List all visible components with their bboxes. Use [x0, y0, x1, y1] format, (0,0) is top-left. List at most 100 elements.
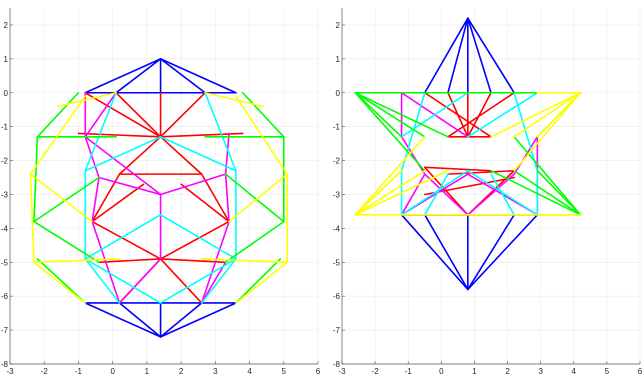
x-tick-label: 6 — [638, 367, 642, 376]
series-segment — [200, 220, 230, 304]
series-segment — [98, 258, 162, 264]
series-segment — [159, 220, 230, 260]
series-segment — [513, 169, 582, 216]
series-segment — [467, 173, 515, 216]
series-segment — [159, 302, 237, 338]
series-segment — [91, 220, 121, 304]
series-segment — [513, 136, 582, 216]
series-segment — [354, 169, 426, 216]
x-tick-label: -3 — [6, 367, 14, 376]
series-segment — [354, 91, 426, 138]
plot-area — [10, 8, 318, 364]
x-tick-label: 5 — [605, 367, 610, 376]
series-1 — [84, 58, 237, 338]
series-segment — [490, 169, 582, 216]
series-segment — [224, 173, 285, 223]
x-tick-label: -1 — [75, 367, 83, 376]
series-segment — [235, 261, 289, 304]
series-segment — [159, 136, 203, 175]
x-tick-label: -2 — [372, 367, 380, 376]
series-segment — [159, 136, 237, 172]
y-tick-label: -3 — [1, 190, 9, 199]
y-tick-label: 0 — [336, 89, 341, 98]
series-segment — [400, 214, 469, 291]
series-segment — [36, 91, 80, 138]
series-3 — [84, 91, 230, 304]
series-segment — [159, 214, 237, 260]
series-segment — [159, 91, 206, 138]
series-segment — [84, 91, 117, 138]
series-segment — [228, 173, 289, 223]
series-segment — [354, 136, 426, 216]
y-tick-label: -1 — [1, 123, 9, 132]
series-6 — [354, 91, 582, 216]
series-segment — [84, 91, 117, 172]
series-segment — [467, 169, 539, 216]
x-tick-label: 4 — [247, 367, 252, 376]
series-segment — [447, 17, 469, 94]
series-2 — [77, 91, 244, 304]
series-segment — [91, 220, 162, 260]
series-segment — [159, 58, 206, 94]
series-segment — [33, 220, 100, 264]
series-segment — [84, 136, 162, 196]
series-segment — [513, 91, 539, 172]
x-tick-label: 4 — [572, 367, 577, 376]
series-segment — [467, 91, 539, 138]
x-tick-label: 6 — [316, 367, 321, 376]
series-segment — [84, 91, 162, 138]
series-segment — [200, 261, 227, 304]
series-segment — [159, 302, 203, 338]
series-segment — [115, 58, 162, 94]
series-segment — [204, 91, 237, 172]
series-segment — [467, 17, 515, 94]
x-tick-label: 2 — [505, 367, 510, 376]
y-tick-label: 0 — [4, 89, 9, 98]
series-segment — [354, 91, 403, 138]
series-segment — [33, 136, 39, 223]
series-segment — [159, 173, 227, 196]
series-segment — [200, 258, 237, 304]
x-tick-label: 3 — [213, 367, 218, 376]
series-segment — [118, 302, 162, 338]
series-segment — [490, 173, 515, 216]
series-segment — [115, 91, 162, 138]
y-tick-label: -8 — [1, 360, 9, 369]
series-segment — [91, 183, 145, 223]
series-segment — [29, 173, 35, 264]
series-4 — [84, 91, 237, 304]
series-segment — [354, 169, 449, 216]
y-tick-label: -2 — [1, 157, 9, 166]
series-segment — [447, 91, 515, 138]
series-5 — [33, 91, 285, 304]
series-segment — [98, 176, 162, 196]
series-segment — [57, 91, 117, 108]
series-6 — [29, 91, 289, 304]
y-tick-label: 2 — [4, 21, 9, 30]
series-segment — [224, 132, 230, 175]
series-segment — [84, 214, 162, 260]
series-segment — [490, 91, 582, 138]
series-segment — [423, 214, 469, 291]
series-segment — [400, 136, 426, 175]
series-segment — [423, 166, 492, 172]
series-segment — [159, 258, 237, 304]
series-segment — [84, 136, 162, 172]
x-tick-label: -3 — [338, 367, 346, 376]
x-tick-label: 2 — [179, 367, 184, 376]
y-tick-label: 1 — [4, 55, 9, 64]
y-tick-label: -5 — [1, 258, 9, 267]
series-segment — [423, 173, 469, 216]
series-segment — [204, 91, 265, 108]
x-tick-label: -2 — [41, 367, 49, 376]
y-tick-label: -6 — [1, 292, 9, 301]
y-tick-label: 1 — [336, 55, 341, 64]
x-tick-label: 1 — [472, 367, 477, 376]
series-segment — [235, 95, 289, 175]
series-segment — [354, 91, 426, 172]
series-segment — [467, 214, 539, 291]
series-segment — [354, 169, 403, 216]
series-segment — [467, 91, 492, 138]
